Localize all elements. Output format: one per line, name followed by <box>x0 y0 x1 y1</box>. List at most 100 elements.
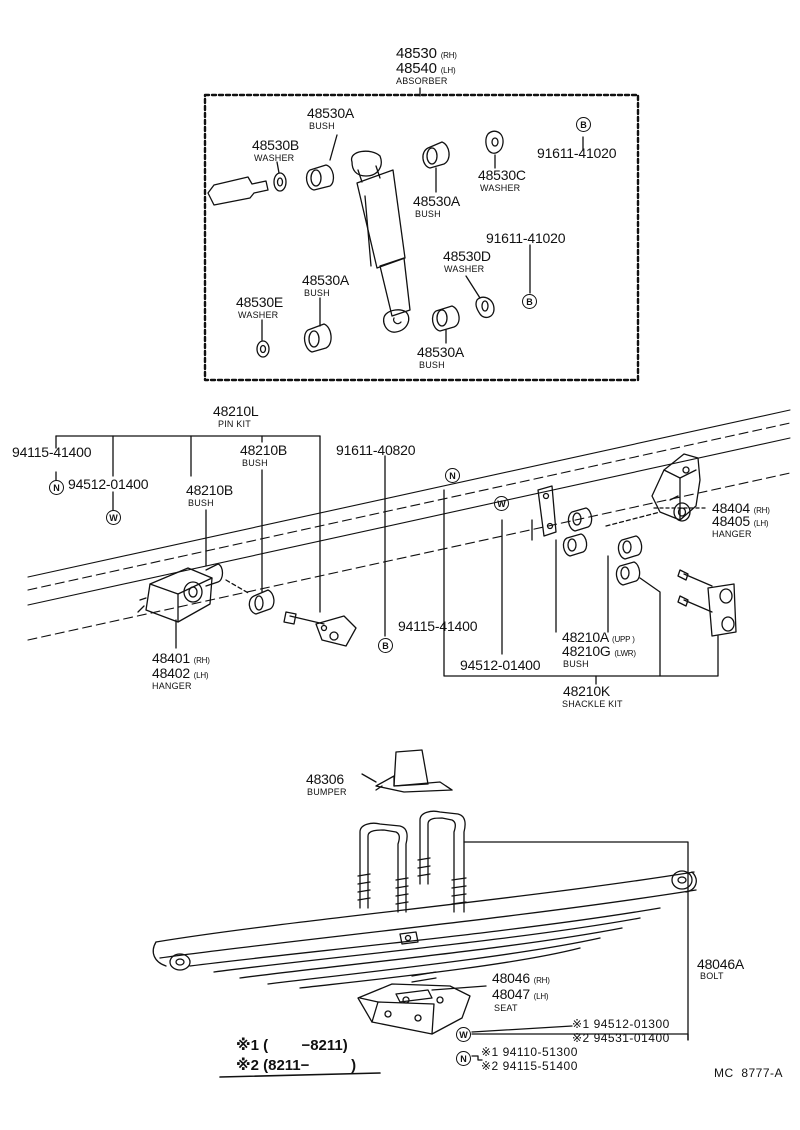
spring-bolt-desc: BOLT <box>700 971 724 981</box>
rear-nut-symbol-n: N <box>445 468 460 483</box>
washer-48530d-desc: WASHER <box>444 264 485 274</box>
rear-hanger-pn1: 48404 <box>712 500 750 516</box>
front-hanger-pn-rh: 48401 (RH) <box>152 651 210 665</box>
bush-48530a-top-desc: BUSH <box>309 121 335 131</box>
absorber-group-box <box>203 93 640 382</box>
note-2: ※2 (8211− ) <box>236 1058 356 1073</box>
absorber-desc: ABSORBER <box>396 76 448 86</box>
bush-48530a-mid-pn: 48530A <box>413 193 461 209</box>
front-bolt-pn: 91611-40820 <box>336 442 416 458</box>
rear-washer-symbol-w: W <box>494 496 509 511</box>
shock-absorber <box>351 150 411 333</box>
rear-bush-pn1: 48210A <box>562 629 609 645</box>
spring-seat <box>357 971 471 1035</box>
rear-hanger-q2: (LH) <box>753 519 769 528</box>
bush-48530a-low-left <box>303 323 332 353</box>
washer-48530b-pn: 48530B <box>252 137 300 153</box>
front-bush-right-pn: 48210B <box>240 442 288 458</box>
front-hanger-pn2: 48402 <box>152 665 190 681</box>
note-1-mark: ※1 <box>236 1037 259 1054</box>
rear-nut-pn: 94115-41400 <box>398 618 478 634</box>
seat-desc: SEAT <box>494 1003 518 1013</box>
washer-48530b <box>273 172 287 192</box>
front-hanger-pn1: 48401 <box>152 650 190 666</box>
front-bush-48210b-right <box>248 589 275 615</box>
front-nut-symbol-n: N <box>49 480 64 495</box>
seat-pn-rh: 48046 (RH) <box>492 971 550 985</box>
bumper-pn: 48306 <box>306 771 344 787</box>
bush-48530a-low-left-desc: BUSH <box>304 288 330 298</box>
bumper-48306 <box>361 749 453 793</box>
rear-hanger-bracket <box>651 453 701 522</box>
rear-hanger-pn-rh: 48404 (RH) <box>712 501 770 515</box>
rear-bush-q2: (LWR) <box>614 649 636 658</box>
stud-bolt <box>207 176 269 206</box>
nut-91611-41020-top-pn: 91611-41020 <box>537 145 617 161</box>
leaf-spring <box>152 870 697 989</box>
nut-symbol-b-low: B <box>522 294 537 309</box>
washer-48530e-desc: WASHER <box>238 310 279 320</box>
washer-48530c <box>485 130 504 154</box>
front-bush-right-desc: BUSH <box>242 458 268 468</box>
washer-48530d-pn: 48530D <box>443 248 491 264</box>
front-hanger-q1: (RH) <box>193 656 210 665</box>
washer-48530b-desc: WASHER <box>254 153 295 163</box>
shackle-plate-right <box>677 569 737 637</box>
absorber-q2: (LH) <box>440 66 456 75</box>
nut-symbol-b-top: B <box>576 117 591 132</box>
rear-bush-q1: (UPP ) <box>612 635 635 644</box>
shackle-kit-desc: SHACKLE KIT <box>562 699 623 709</box>
washer-48530c-pn: 48530C <box>478 167 526 183</box>
front-washer-symbol-w: W <box>106 510 121 525</box>
nut-91611-41020-low-pn: 91611-41020 <box>486 230 566 246</box>
spring-washer-symbol-w: W <box>456 1027 471 1042</box>
pin-kit-desc: PIN KIT <box>218 419 251 429</box>
front-bush-left-pn: 48210B <box>186 482 234 498</box>
bush-48530a-mid-desc: BUSH <box>415 209 441 219</box>
bush-48530a-low-left-pn: 48530A <box>302 272 350 288</box>
front-bolt-symbol-b: B <box>378 638 393 653</box>
rear-bushes <box>562 507 643 586</box>
front-bush-left-desc: BUSH <box>188 498 214 508</box>
bush-48530a-mid <box>422 141 450 169</box>
rear-washer-pn: 94512-01400 <box>460 657 541 673</box>
note-2-range: (8211− ) <box>263 1057 357 1074</box>
u-bolt-left <box>357 822 409 913</box>
spring-nut-2-pn: ※2 94115-51400 <box>481 1059 578 1073</box>
washer-48530d <box>475 296 495 319</box>
seat-pn1: 48046 <box>492 970 530 986</box>
absorber-q1: (RH) <box>440 51 457 60</box>
note-2-mark: ※2 <box>236 1057 259 1074</box>
pin-kit-pn: 48210L <box>213 403 259 419</box>
absorber-pn-lh: 48540 (LH) <box>396 60 456 77</box>
front-hanger-q2: (LH) <box>193 671 209 680</box>
spring-washer-1-pn: ※1 94512-01300 <box>572 1017 670 1031</box>
rear-bush-pn-upp: 48210A (UPP ) <box>562 630 635 644</box>
rear-bush-desc: BUSH <box>563 659 589 669</box>
rear-bush-pn-lwr: 48210G (LWR) <box>562 644 636 658</box>
front-hanger-desc: HANGER <box>152 681 192 691</box>
bush-48530a-low-right-desc: BUSH <box>419 360 445 370</box>
spring-bolt-pn: 48046A <box>697 956 745 972</box>
rear-hanger-pn-lh: 48405 (LH) <box>712 513 769 529</box>
front-washer-pn: 94512-01400 <box>68 476 149 492</box>
figure-code: MC 8777-A <box>714 1066 784 1080</box>
seat-q2: (LH) <box>533 992 549 1001</box>
bumper-desc: BUMPER <box>307 787 347 797</box>
seat-q1: (RH) <box>533 976 550 985</box>
absorber-pn2: 48540 <box>396 60 437 77</box>
rear-hanger-q1: (RH) <box>753 506 770 515</box>
note-1-range: ( −8211) <box>263 1037 348 1054</box>
spring-nut-1-pn: ※1 94110-51300 <box>481 1045 578 1059</box>
rear-hanger-pn2: 48405 <box>712 513 750 529</box>
bush-48530a-top <box>305 164 335 191</box>
front-nut-pn: 94115-41400 <box>12 444 92 460</box>
shackle-plate-left <box>537 485 557 537</box>
shackle-kit-pn: 48210K <box>563 683 611 699</box>
frame-rail <box>27 422 791 641</box>
washer-48530c-desc: WASHER <box>480 183 521 193</box>
front-hanger-pn-lh: 48402 (LH) <box>152 665 209 681</box>
spring-washer-2-pn: ※2 94531-01400 <box>572 1031 670 1045</box>
absorber-pn-rh: 48530 (RH) <box>396 46 457 61</box>
